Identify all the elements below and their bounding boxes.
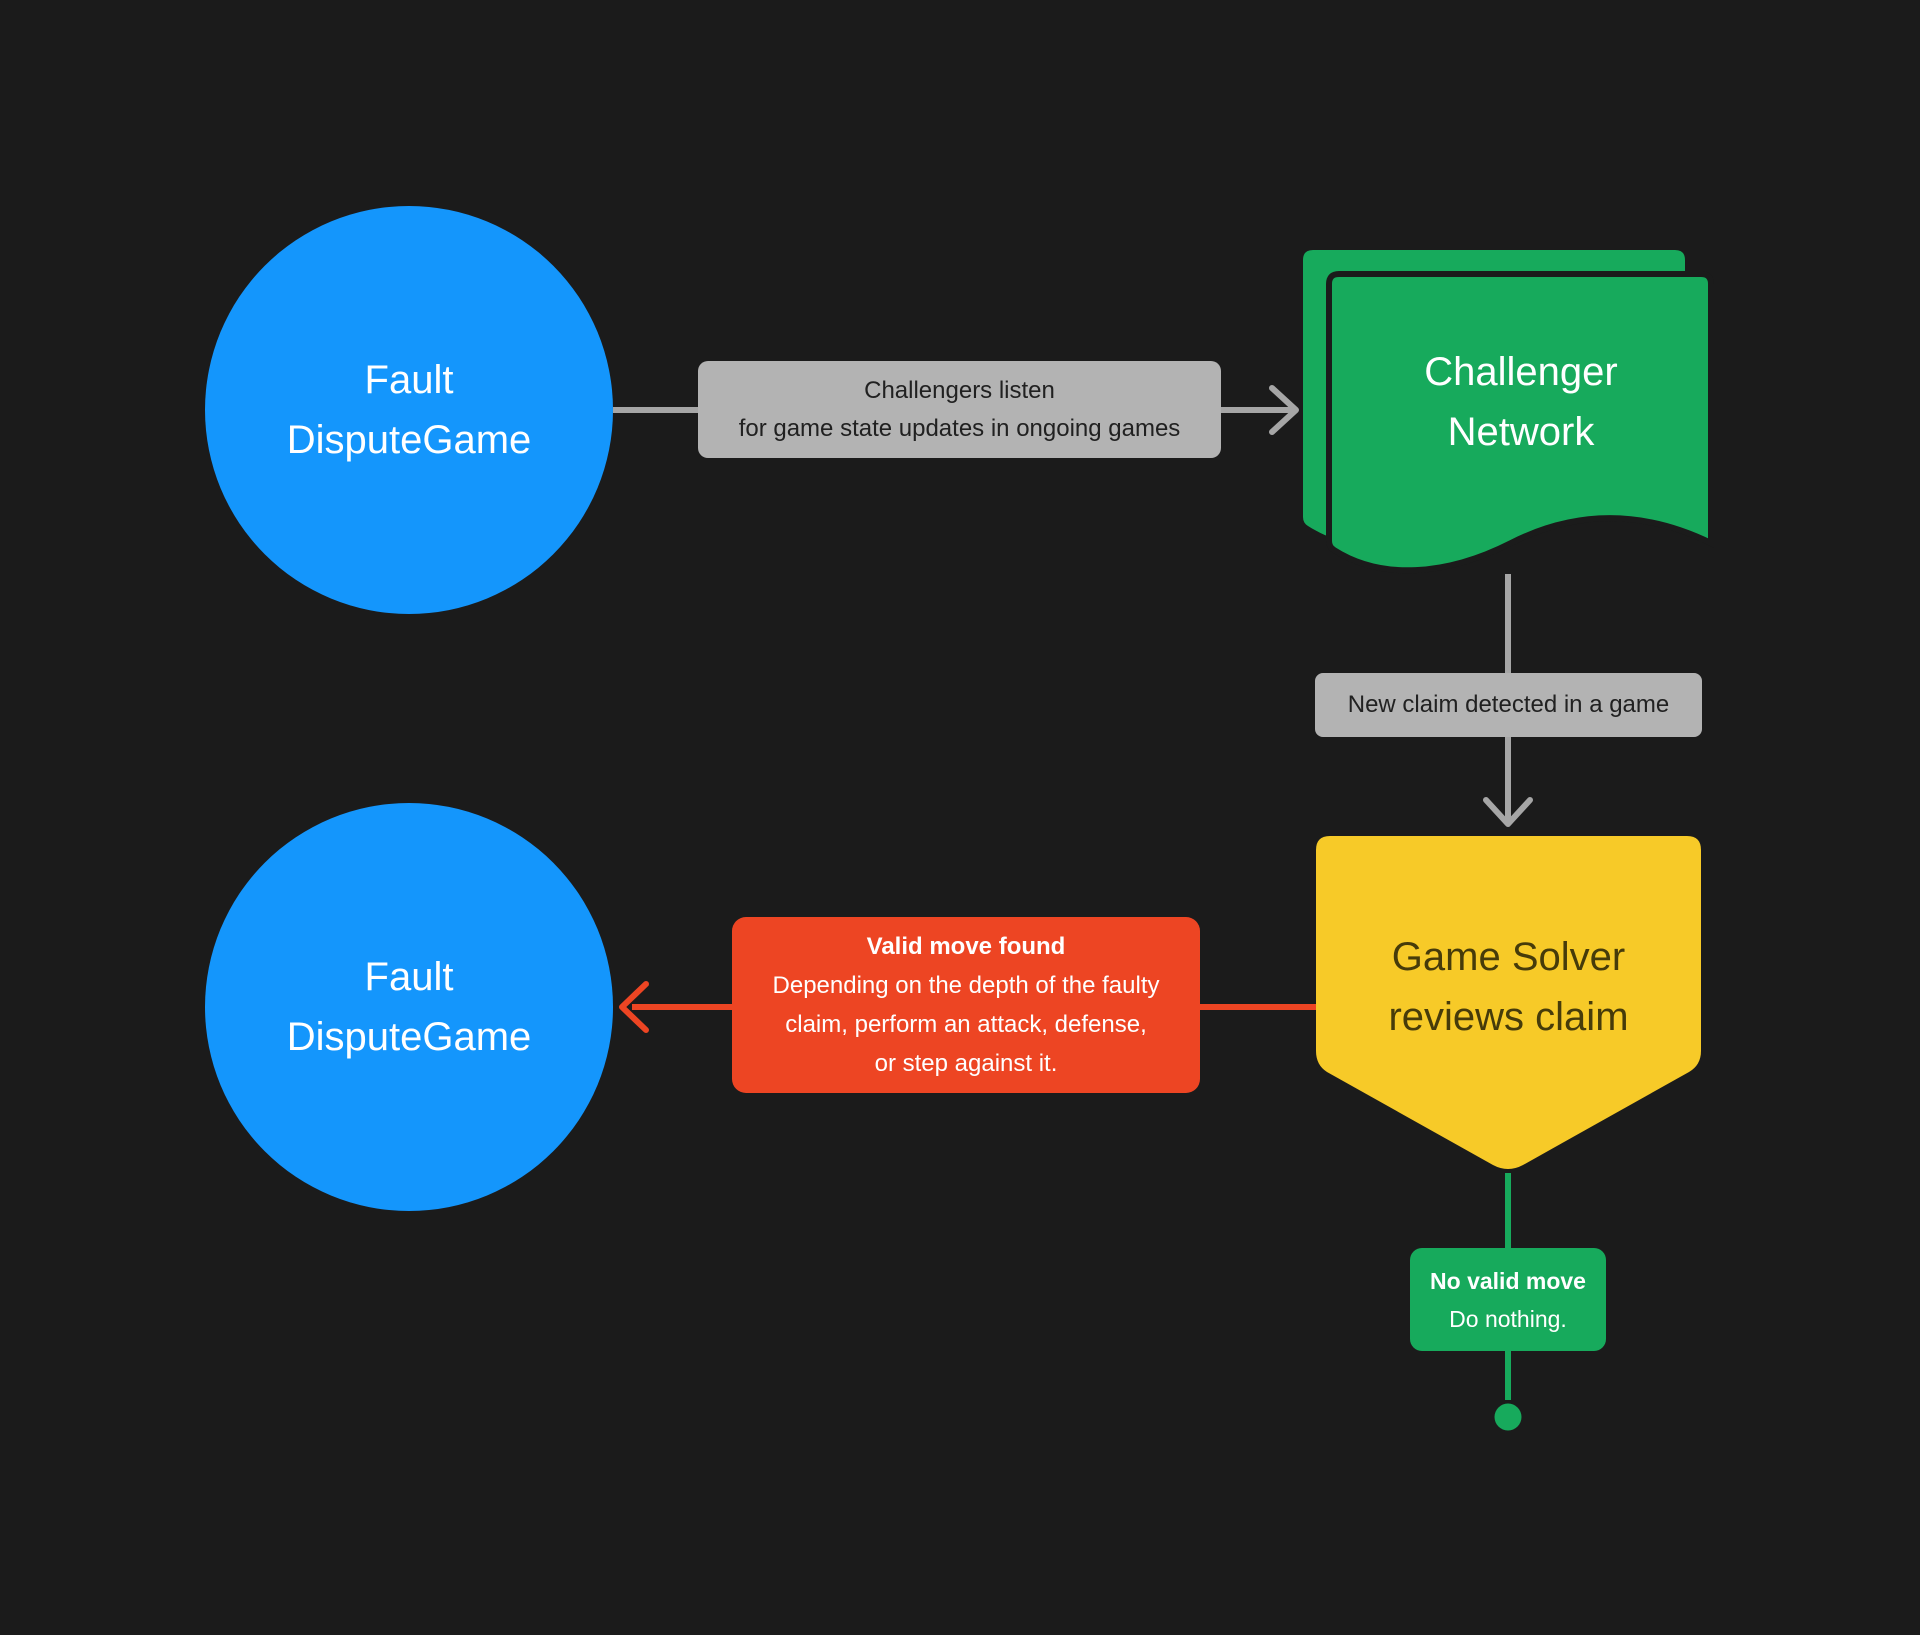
label-valid-move-found[interactable]: Valid move found Depending on the depth … [732, 917, 1200, 1093]
label-line: or step against it. [874, 1050, 1058, 1077]
label-title: Valid move found [866, 933, 1066, 960]
label-no-valid-move[interactable]: No valid move Do nothing. [1410, 1248, 1606, 1351]
document-front-shape [1326, 271, 1714, 574]
arrow-down-icon [1483, 797, 1533, 827]
challenger-network-shape[interactable] [1303, 250, 1714, 574]
node-title-line: Fault [364, 358, 454, 402]
label-title: No valid move [1430, 1267, 1586, 1294]
label-line: Challengers listen [864, 376, 1055, 404]
node-fault-dispute-game-bottom[interactable]: Fault DisputeGame [205, 803, 613, 1211]
label-line: for game state updates in ongoing games [738, 414, 1181, 442]
label-line: claim, perform an attack, defense, [785, 1011, 1147, 1038]
node-title-line: DisputeGame [286, 418, 532, 462]
label-line: Depending on the depth of the faulty [772, 972, 1160, 999]
node-title-line: DisputeGame [286, 1015, 532, 1059]
node-title-line: Fault [364, 955, 454, 999]
arrow-left-icon [619, 981, 649, 1033]
label-line: New claim detected in a game [1347, 691, 1670, 718]
label-new-claim-detected[interactable]: New claim detected in a game [1315, 673, 1702, 737]
game-solver-pentagon-shape[interactable] [1316, 836, 1701, 1169]
label-challengers-listen[interactable]: Challengers listen for game state update… [698, 361, 1221, 458]
node-fault-dispute-game-top[interactable]: Fault DisputeGame [205, 206, 613, 614]
label-line: Do nothing. [1449, 1305, 1567, 1332]
arrow-right-icon [1269, 385, 1299, 435]
terminal-dot [1494, 1403, 1522, 1431]
